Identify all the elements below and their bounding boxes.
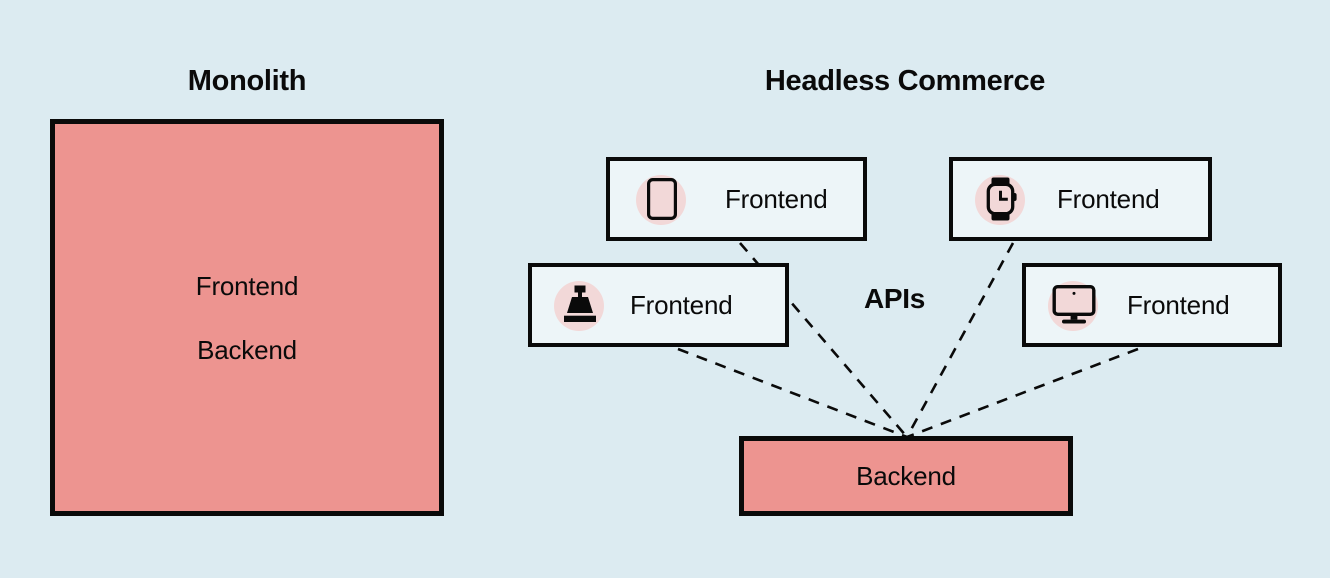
- monolith-layer-frontend: Frontend: [195, 270, 299, 301]
- frontend-card-label: Frontend: [1057, 183, 1160, 214]
- connector-line-monitor: [906, 347, 1139, 439]
- frontend-card-smartphone[interactable]: Frontend: [606, 157, 867, 241]
- connector-line-watch: [905, 242, 1015, 438]
- smartphone-icon: [634, 171, 690, 227]
- connector-line-register: [677, 347, 908, 439]
- frontend-card-desktop-monitor[interactable]: Frontend: [1022, 263, 1282, 347]
- monolith-layer-backend: Backend: [197, 334, 297, 365]
- frontend-card-cash-register[interactable]: Frontend: [528, 263, 789, 347]
- backend-box: Backend: [739, 436, 1073, 516]
- frontend-card-label: Frontend: [1127, 289, 1230, 320]
- monolith-box: Frontend Backend: [50, 119, 444, 516]
- frontend-card-label: Frontend: [630, 289, 733, 320]
- desktop-monitor-icon: [1046, 277, 1102, 333]
- frontend-card-label: Frontend: [725, 183, 828, 214]
- backend-label: Backend: [856, 460, 956, 491]
- cash-register-icon: [552, 277, 608, 333]
- monolith-column-title: Monolith: [187, 65, 307, 97]
- apis-label: APIs: [864, 283, 926, 314]
- smartwatch-icon: [973, 171, 1029, 227]
- headless-commerce-column-title: Headless Commerce: [764, 65, 1046, 97]
- frontend-card-smartwatch[interactable]: Frontend: [949, 157, 1212, 241]
